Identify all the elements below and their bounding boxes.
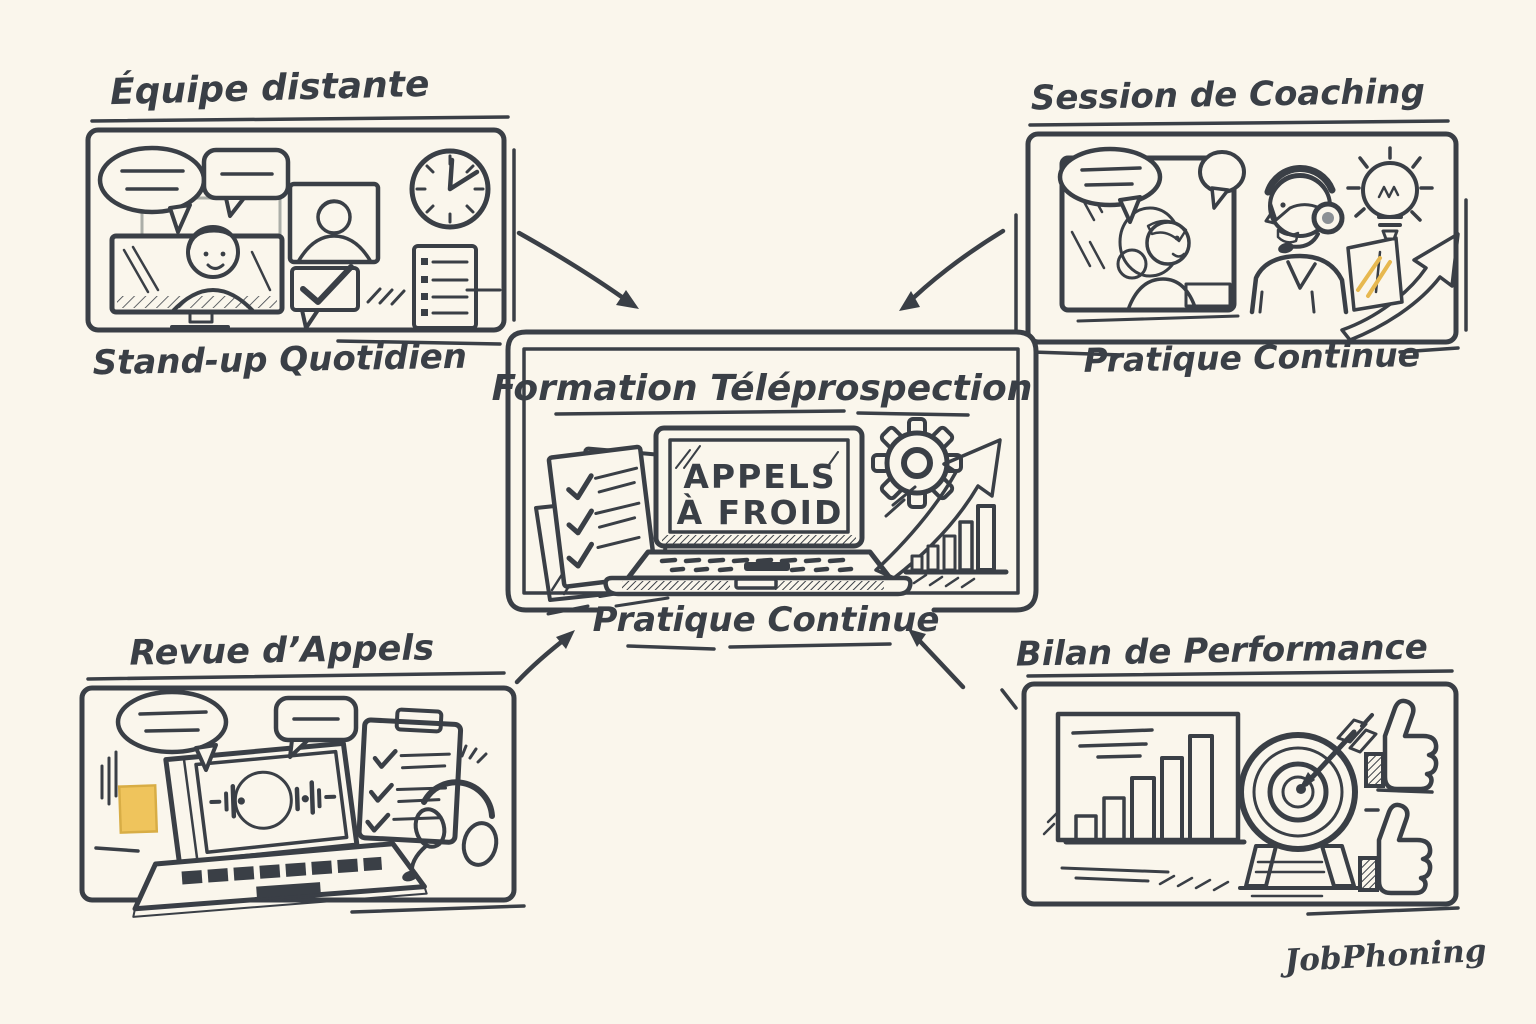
frame-accent-top <box>1028 119 1450 127</box>
bar-chart-board-icon <box>1042 711 1247 892</box>
arrow-review-to-center <box>514 630 575 685</box>
frame-accent-left <box>1000 688 1018 710</box>
audio-player-laptop-icon <box>132 740 428 918</box>
panel-performance: Bilan de Performance <box>1000 627 1460 916</box>
waveform-icon <box>209 780 337 819</box>
ground-lines <box>94 846 140 853</box>
panel-remote-team: Équipe distante <box>85 63 516 384</box>
notes-list-icon <box>412 244 502 330</box>
speech-bubble-icon <box>97 145 207 234</box>
frame-accent-sides <box>1014 198 1468 332</box>
panel-title: Revue d’Appels <box>129 628 434 673</box>
lightbulb-icon <box>1346 146 1434 241</box>
frame-accent-top <box>86 671 506 681</box>
speech-bubble-icon <box>1057 146 1163 224</box>
screen-text-line1: APPELS <box>683 457 836 496</box>
frame-accent-bottom <box>1030 346 1460 357</box>
panel-call-review: Revue d’Appels <box>79 628 526 918</box>
frame-accent-top <box>1026 669 1454 678</box>
panel-caption: Pratique Continue <box>593 600 940 640</box>
coach-headset-person-icon <box>1249 164 1404 315</box>
headset-mic-icon <box>402 744 499 882</box>
bar-chart-icon <box>903 504 1009 589</box>
screen-text-line2: À FROID <box>677 492 844 532</box>
growth-arrow-icon <box>1340 232 1460 342</box>
speech-bubble-icon <box>115 689 229 772</box>
clock-icon <box>409 148 491 230</box>
title-underline <box>554 409 970 417</box>
arrow-coaching-to-center <box>899 228 1006 311</box>
target-dart-icon <box>1238 713 1378 898</box>
connector-arrows <box>514 228 1006 690</box>
sticky-note-icon <box>100 750 159 834</box>
panel-formation: Formation Téléprospection <box>492 329 1039 651</box>
video-tile-person-icon <box>287 181 381 265</box>
arrow-remote-to-center <box>516 230 639 309</box>
panel-title: Formation Téléprospection <box>492 368 1033 409</box>
caption-underline <box>626 642 892 651</box>
frame-accent-bottom <box>350 904 526 914</box>
chat-bubble-icon <box>273 695 359 759</box>
frame-accent-bottom <box>1306 906 1460 916</box>
play-button-icon <box>233 770 293 830</box>
panel-caption: Stand-up Quotidien <box>92 337 467 384</box>
panel-title: Équipe distante <box>110 63 430 113</box>
panel-title: Bilan de Performance <box>1015 627 1428 674</box>
frame-accent-top <box>90 115 510 123</box>
monitor-person-icon <box>109 225 285 329</box>
panel-title: Session de Coaching <box>1030 72 1425 119</box>
frame-accent-bottom <box>336 339 502 346</box>
hatch-marks <box>884 485 917 518</box>
gear-icon <box>871 417 963 509</box>
clipboard-checklist-icon <box>356 707 464 845</box>
chat-bubble-icon <box>1198 150 1246 210</box>
panel-coaching: Session de Coaching <box>1014 72 1468 380</box>
growth-arrow-icon <box>874 438 1002 580</box>
envelope-check-icon <box>290 264 406 330</box>
brand-logo: JobPhoning <box>1279 933 1488 980</box>
laptop-icon: APPELS À FROID <box>603 425 913 597</box>
arrow-performance-to-center <box>908 629 966 690</box>
chat-bubble-icon <box>201 147 291 218</box>
divider-lines <box>1364 788 1434 812</box>
panel-caption: Pratique Continue <box>1083 335 1420 380</box>
keyboard-keys <box>181 856 383 898</box>
